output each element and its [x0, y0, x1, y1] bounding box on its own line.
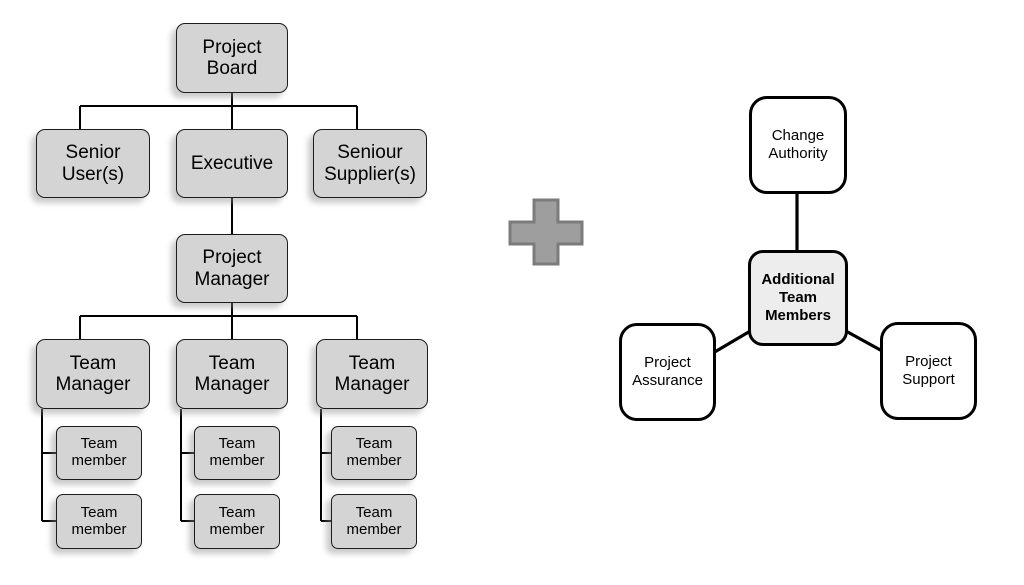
node-label: Executive — [190, 152, 274, 174]
connector-additional-project-support — [843, 328, 885, 354]
plus-icon — [508, 198, 584, 266]
node-executive[interactable]: Executive — [176, 129, 288, 198]
node-label: Project Board — [202, 36, 262, 79]
connector-additional-project-assurance — [712, 328, 753, 355]
node-project-board[interactable]: Project Board — [176, 23, 288, 93]
